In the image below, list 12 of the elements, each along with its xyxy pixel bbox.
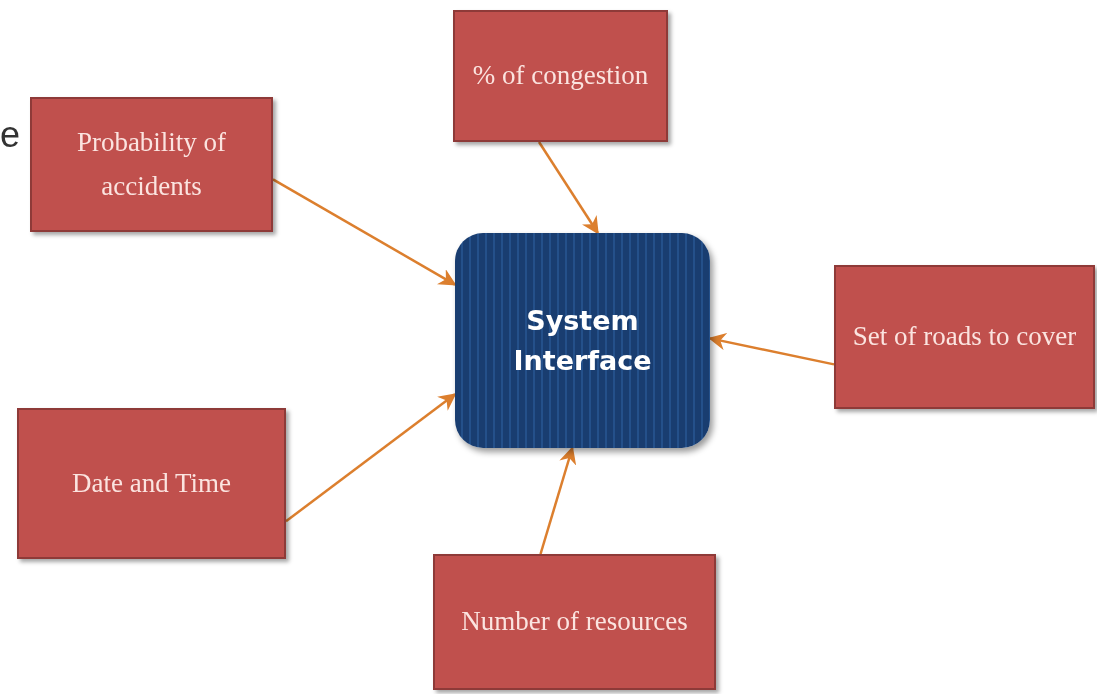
- cut-off-text: e: [0, 117, 21, 153]
- input-box: Set of roads to cover: [834, 265, 1095, 409]
- arrow: [537, 141, 599, 235]
- input-box: Number of resources: [433, 554, 716, 690]
- arrow: [272, 178, 457, 286]
- input-box: Probability of accidents: [30, 97, 273, 232]
- arrow: [539, 446, 577, 555]
- input-box: % of congestion: [453, 10, 668, 142]
- arrow: [708, 333, 835, 366]
- arrow: [285, 393, 457, 523]
- input-box: Date and Time: [17, 408, 286, 559]
- system-box: System Interface: [455, 233, 710, 448]
